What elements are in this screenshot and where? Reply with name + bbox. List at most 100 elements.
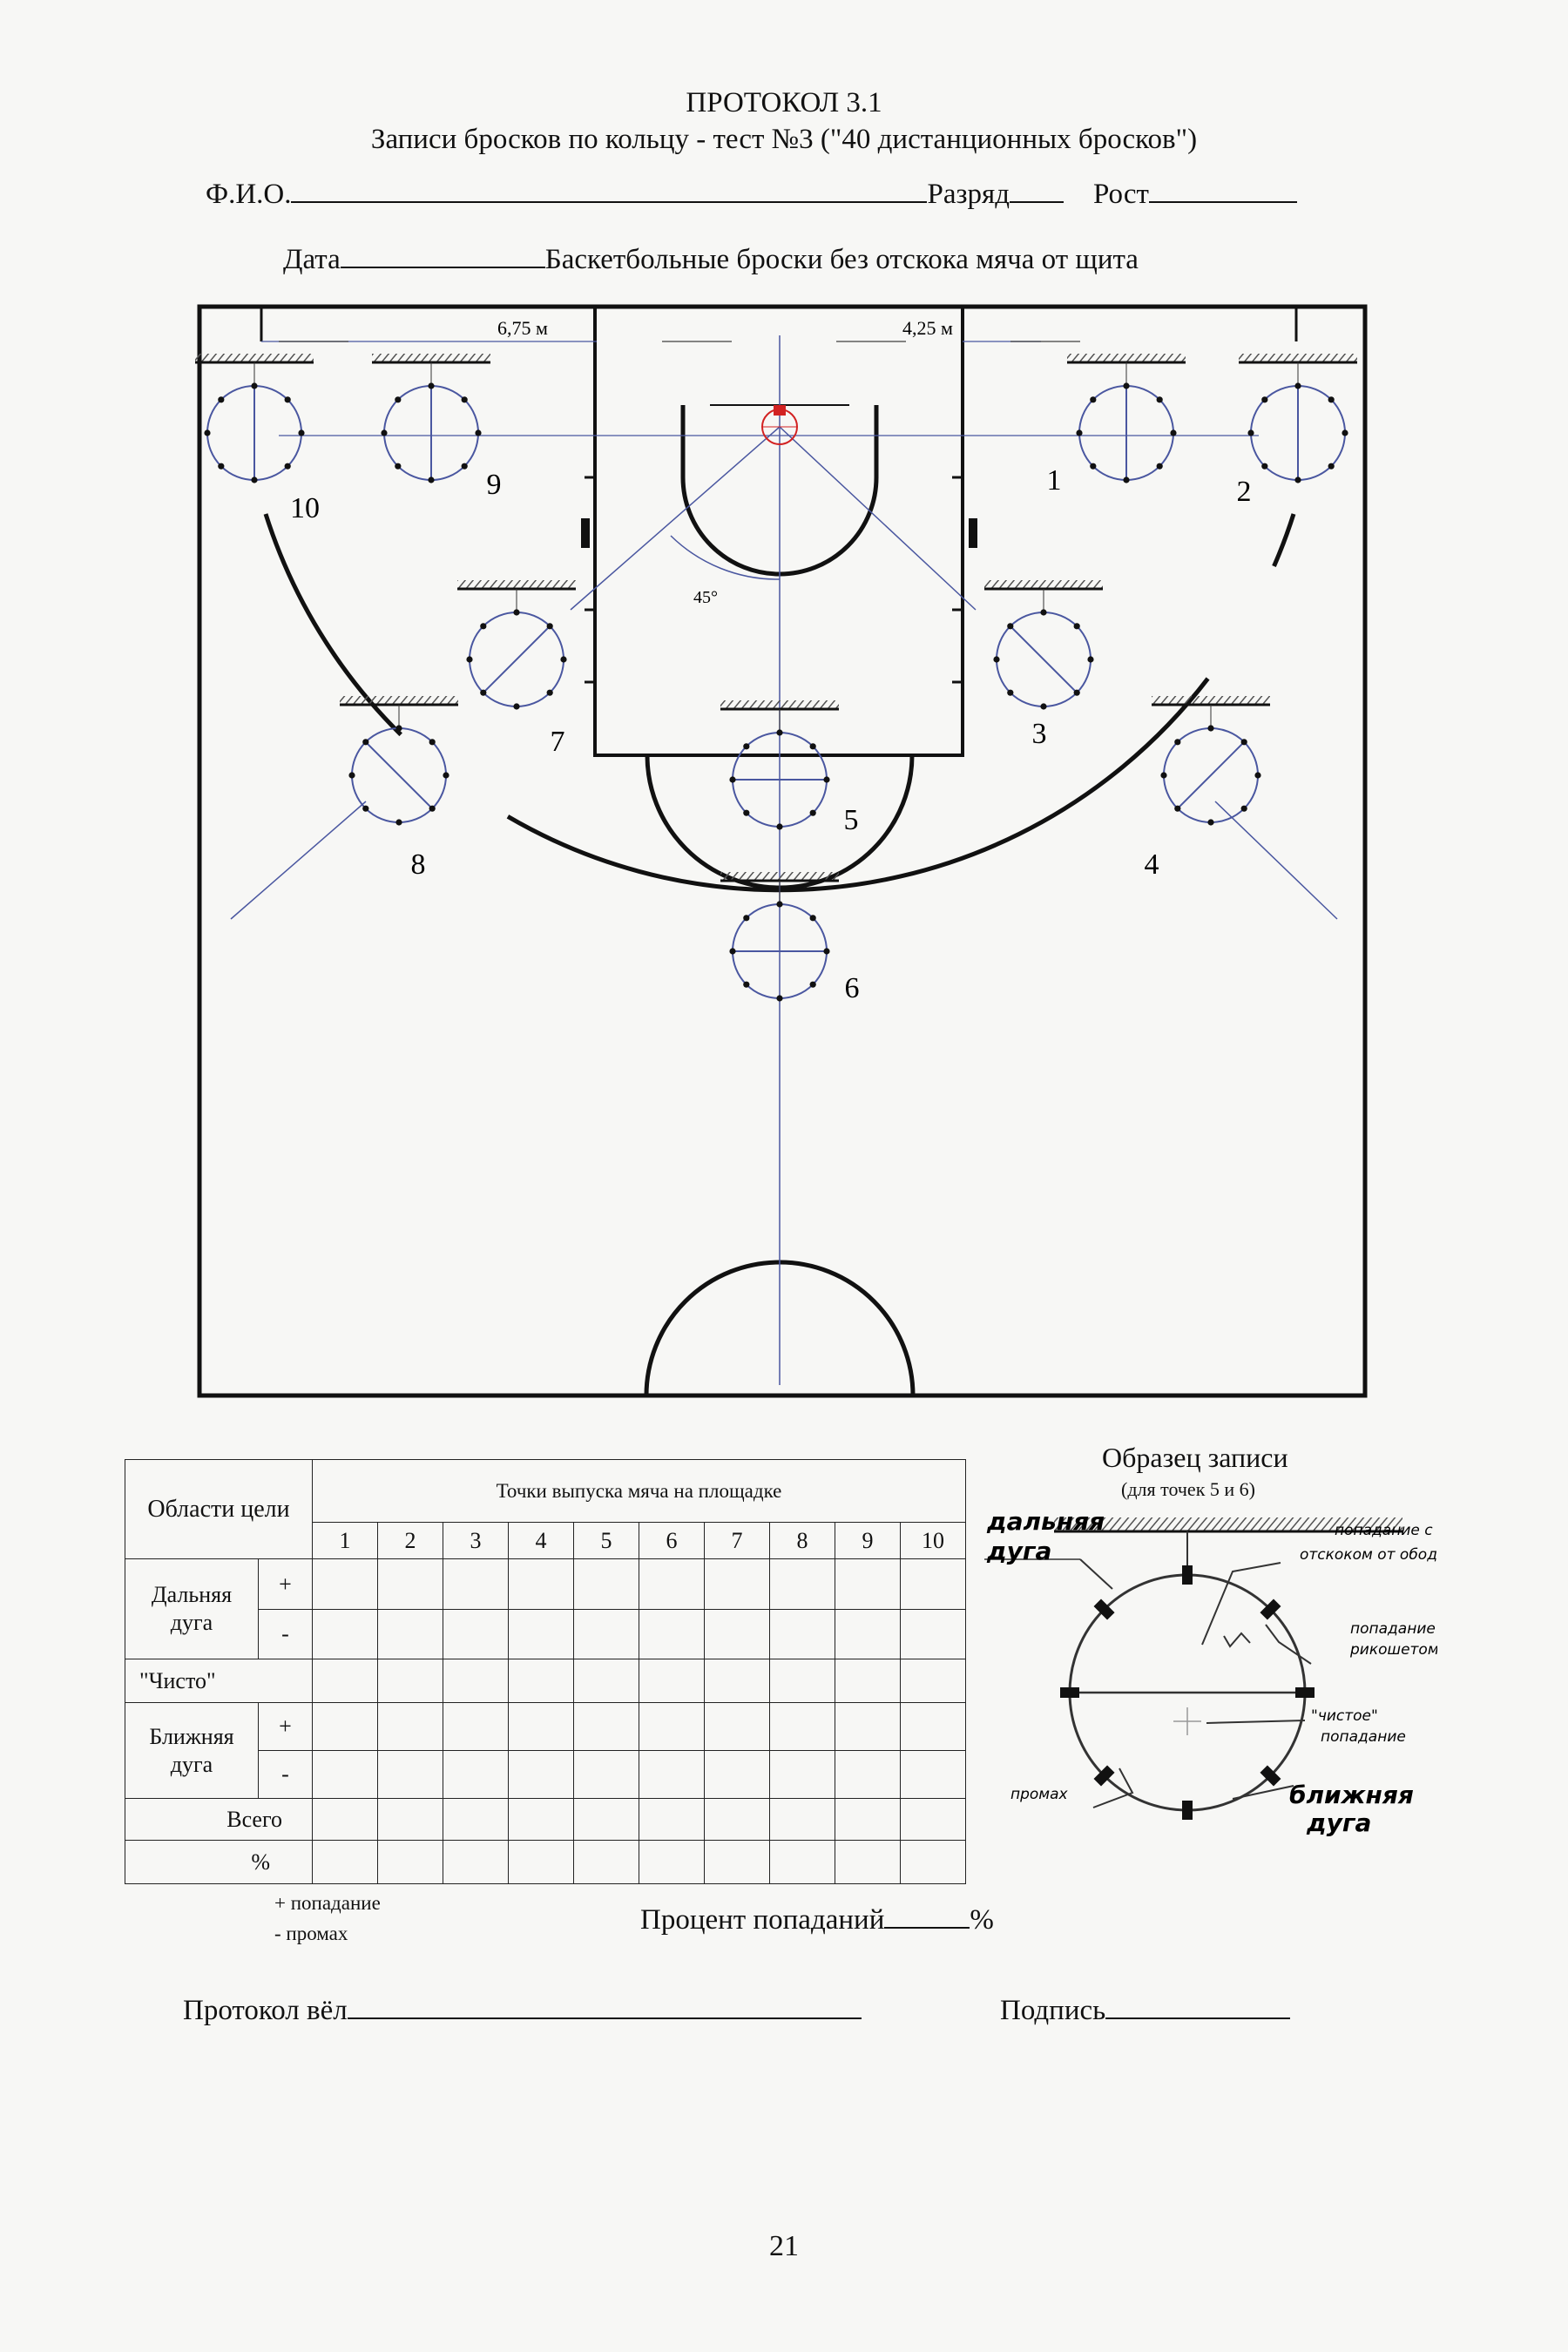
result-cell[interactable] [312,1798,378,1841]
point-label-10: 10 [290,492,320,524]
result-cell[interactable] [312,1840,378,1884]
result-cell[interactable] [835,1609,901,1659]
station-dot [395,396,402,403]
result-cell[interactable] [769,1840,835,1884]
sample-mark [1260,1598,1281,1620]
result-cell[interactable] [573,1840,639,1884]
result-cell[interactable] [443,1750,509,1799]
result-cell[interactable] [639,1659,705,1703]
result-cell[interactable] [312,1659,378,1703]
result-cell[interactable] [312,1750,378,1799]
result-cell[interactable] [312,1609,378,1659]
result-cell[interactable] [835,1750,901,1799]
date-field[interactable] [340,244,545,268]
result-cell[interactable] [639,1609,705,1659]
row-total: Всего [125,1798,966,1841]
result-cell[interactable] [704,1798,770,1841]
result-cell[interactable] [704,1750,770,1799]
result-cell[interactable] [377,1840,443,1884]
pointer-ricochet-zig [1223,1632,1251,1648]
pointer-far-arc [1079,1558,1113,1590]
result-cell[interactable] [573,1609,639,1659]
result-cell[interactable] [377,1659,443,1703]
result-cell[interactable] [900,1659,966,1703]
result-cell[interactable] [900,1702,966,1751]
lane-block-left [581,518,590,548]
result-cell[interactable] [508,1609,574,1659]
height-label: Рост [1093,179,1149,210]
result-cell[interactable] [508,1798,574,1841]
result-cell[interactable] [508,1750,574,1799]
fio-field[interactable] [291,179,928,203]
rank-field[interactable] [1010,179,1064,203]
result-cell[interactable] [443,1840,509,1884]
station-dot [461,396,468,403]
result-cell[interactable] [639,1702,705,1751]
result-cell[interactable] [443,1659,509,1703]
sample-ricochet-text: попадание [1350,1620,1436,1638]
result-cell[interactable] [443,1609,509,1659]
station-axis [483,625,551,693]
result-cell[interactable] [573,1659,639,1703]
station-dot [429,805,436,812]
result-cell[interactable] [508,1659,574,1703]
result-cell[interactable] [573,1702,639,1751]
row-label-percent: % [125,1840,313,1884]
station-8 [340,696,458,826]
result-cell[interactable] [573,1558,639,1610]
result-cell[interactable] [377,1609,443,1659]
result-cell[interactable] [769,1609,835,1659]
rank-label: Разряд [927,179,1010,210]
result-cell[interactable] [835,1558,901,1610]
result-cell[interactable] [900,1609,966,1659]
percent-field[interactable] [884,1904,970,1929]
result-cell[interactable] [443,1702,509,1751]
result-cell[interactable] [769,1750,835,1799]
point-label-7: 7 [551,726,565,758]
column-header-5: 5 [573,1522,639,1559]
result-cell[interactable] [377,1558,443,1610]
result-cell[interactable] [508,1840,574,1884]
result-cell[interactable] [769,1659,835,1703]
result-cell[interactable] [377,1750,443,1799]
result-cell[interactable] [312,1702,378,1751]
result-cell[interactable] [704,1840,770,1884]
result-cell[interactable] [900,1840,966,1884]
result-cell[interactable] [835,1840,901,1884]
result-cell[interactable] [639,1840,705,1884]
result-cell[interactable] [704,1558,770,1610]
signature-field[interactable] [1105,1995,1291,2019]
result-cell[interactable] [900,1558,966,1610]
result-cell[interactable] [508,1702,574,1751]
result-cell[interactable] [639,1798,705,1841]
results-table: Области цели Точки выпуска мяча на площа… [125,1459,966,1884]
result-cell[interactable] [769,1798,835,1841]
station-hatch [1152,696,1270,705]
sample-ricochet-text-line2: рикошетом [1349,1641,1437,1659]
result-cell[interactable] [639,1558,705,1610]
result-cell[interactable] [769,1558,835,1610]
result-cell[interactable] [573,1798,639,1841]
result-cell[interactable] [704,1609,770,1659]
column-header-3: 3 [443,1522,509,1559]
station-dot [1174,805,1181,812]
result-cell[interactable] [377,1798,443,1841]
result-cell[interactable] [835,1702,901,1751]
result-cell[interactable] [769,1702,835,1751]
result-cell[interactable] [508,1558,574,1610]
result-cell[interactable] [900,1750,966,1799]
recorder-field[interactable] [347,1995,862,2019]
result-cell[interactable] [900,1798,966,1841]
result-cell[interactable] [377,1702,443,1751]
result-cell[interactable] [573,1750,639,1799]
height-field[interactable] [1148,179,1297,203]
result-cell[interactable] [312,1558,378,1610]
result-cell[interactable] [704,1702,770,1751]
result-cell[interactable] [704,1659,770,1703]
result-cell[interactable] [443,1558,509,1610]
result-cell[interactable] [835,1659,901,1703]
station-dot [1328,463,1335,470]
result-cell[interactable] [639,1750,705,1799]
result-cell[interactable] [835,1798,901,1841]
result-cell[interactable] [443,1798,509,1841]
